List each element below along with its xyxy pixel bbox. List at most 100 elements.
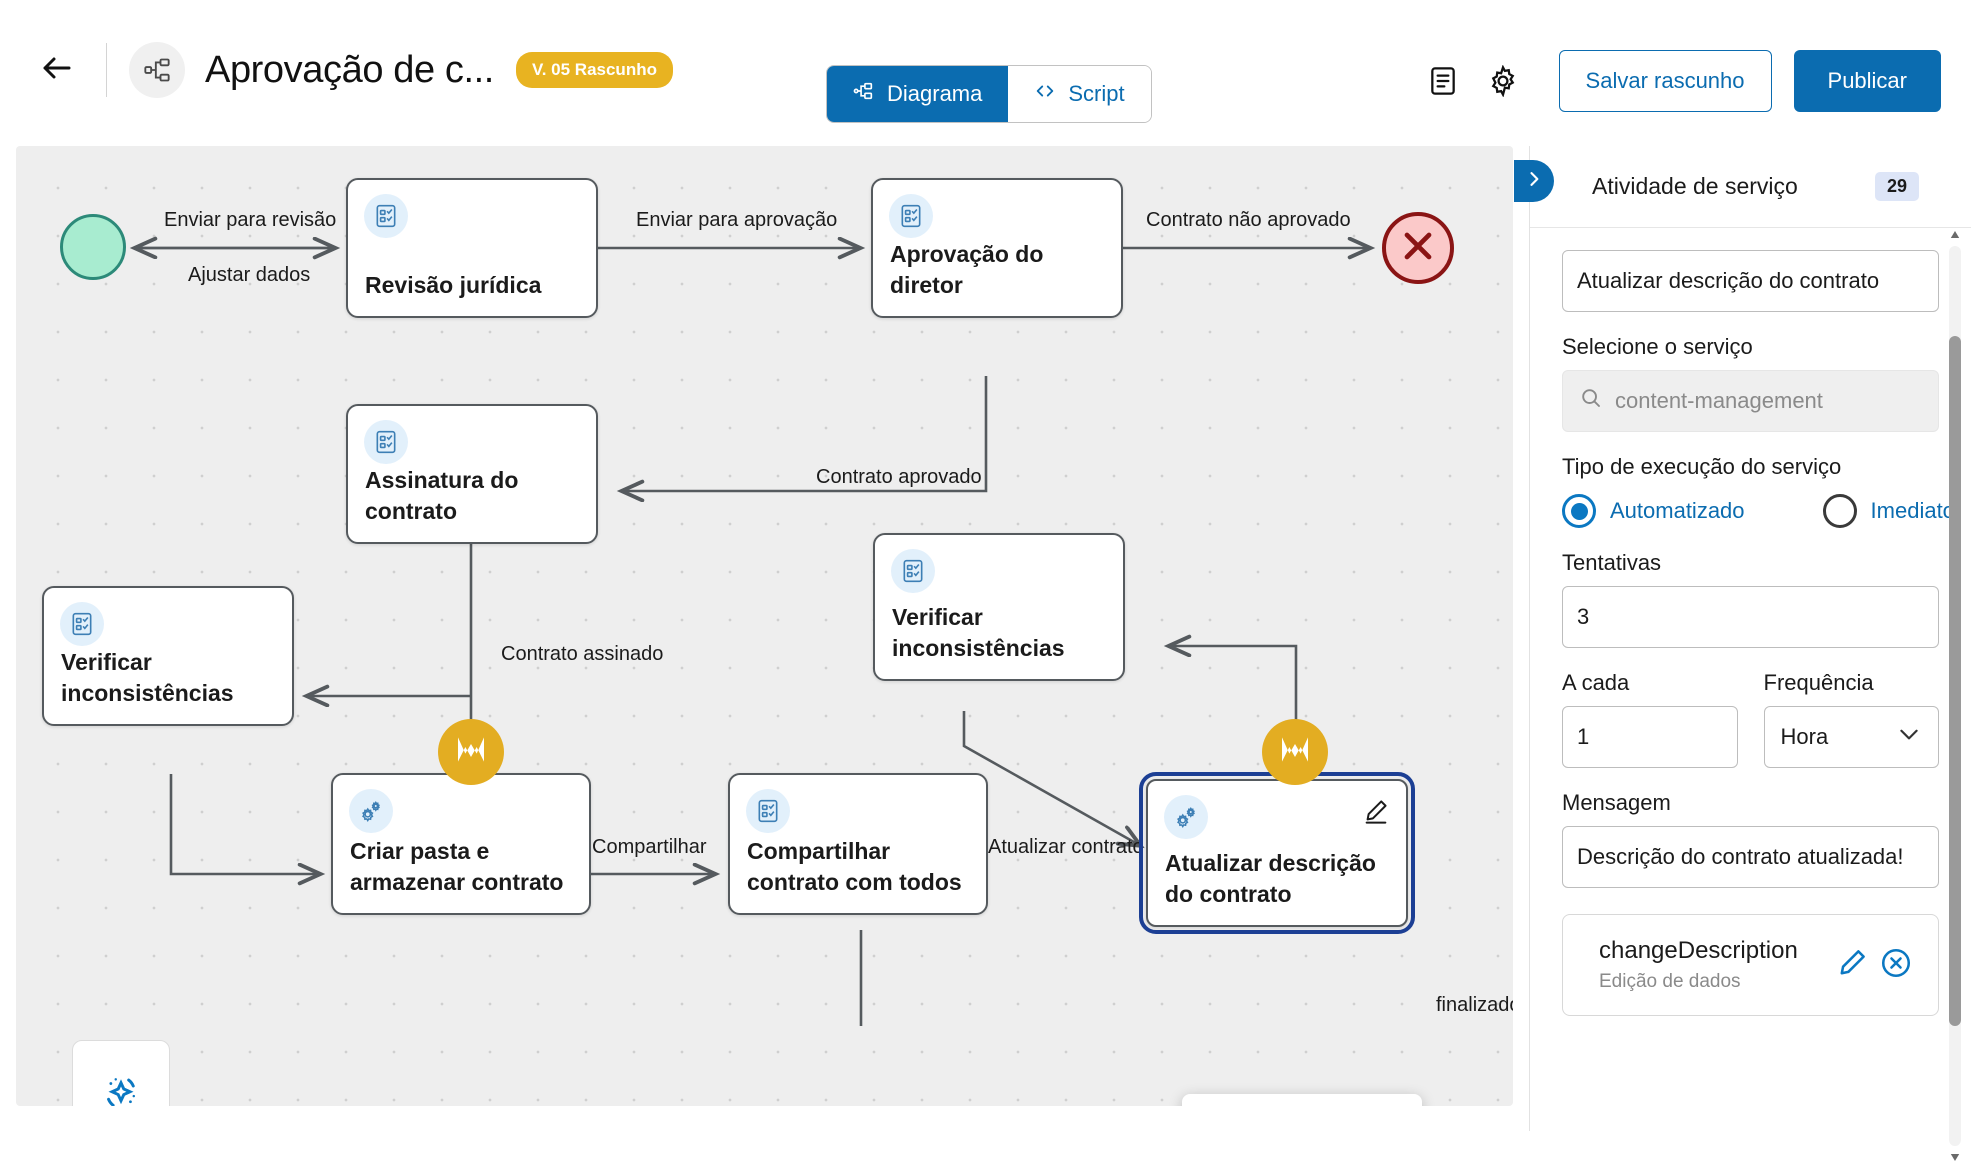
gear-icon[interactable] xyxy=(1473,51,1533,111)
gateway-badge-left[interactable] xyxy=(438,719,504,785)
frequency-field: Frequência Hora xyxy=(1763,648,1939,768)
data-card-subtitle: Edição de dados xyxy=(1599,971,1741,992)
scroll-up-arrow-icon[interactable] xyxy=(1949,228,1961,242)
lightning-icon xyxy=(458,737,484,762)
edge-label-compartilhar: Compartilhar xyxy=(592,836,707,858)
diagram-icon xyxy=(853,80,875,108)
node-atualizar-descricao-contrato[interactable]: Atualizar descrição do contrato xyxy=(1139,772,1415,934)
close-x-icon xyxy=(1396,224,1440,273)
node-label: Verificar inconsistências xyxy=(61,649,234,706)
data-card-texts: changeDescription Edição de dados xyxy=(1583,937,1830,993)
every-field: A cada xyxy=(1562,648,1738,768)
data-card-title: changeDescription xyxy=(1599,937,1798,964)
service-search-placeholder: content-management xyxy=(1615,388,1823,413)
chevron-down-icon xyxy=(1896,721,1922,753)
edge-label-ajustar-dados: Ajustar dados xyxy=(188,264,311,286)
node-label: Atualizar descrição do contrato xyxy=(1165,850,1376,907)
every-input[interactable] xyxy=(1562,706,1738,768)
publish-button[interactable]: Publicar xyxy=(1793,50,1941,112)
radio-automatizado-label: Automatizado xyxy=(1610,498,1745,523)
pencil-icon[interactable] xyxy=(1362,797,1390,825)
task-checklist-icon xyxy=(60,602,104,646)
panel-body: Selecione o serviço content-management T… xyxy=(1530,228,1971,1131)
activity-name-input[interactable] xyxy=(1562,250,1939,312)
view-tab-switcher: Diagrama Script xyxy=(826,65,1152,123)
node-label: Aprovação do diretor xyxy=(890,241,1044,298)
node-compartilhar-contrato[interactable]: Compartilhar contrato com todos xyxy=(728,773,988,915)
task-checklist-icon xyxy=(891,549,935,593)
edge-label-contrato-aprovado: Contrato aprovado xyxy=(816,466,982,488)
task-checklist-icon xyxy=(746,789,790,833)
node-label: Revisão jurídica xyxy=(365,271,542,298)
node-verificar-inconsistencias-right[interactable]: Verificar inconsistências xyxy=(873,533,1125,681)
node-label: Verificar inconsistências xyxy=(892,604,1065,661)
data-card-remove-button[interactable] xyxy=(1874,943,1918,987)
data-operation-card[interactable]: changeDescription Edição de dados xyxy=(1562,914,1939,1016)
tab-diagrama-label: Diagrama xyxy=(887,81,983,106)
data-card-edit-button[interactable] xyxy=(1830,943,1874,987)
task-checklist-icon xyxy=(364,420,408,464)
attempts-input[interactable] xyxy=(1562,586,1939,648)
gateway-badge-right[interactable] xyxy=(1262,719,1328,785)
error-end-event-node[interactable] xyxy=(1382,212,1454,284)
back-button[interactable] xyxy=(30,43,84,97)
node-assinatura-contrato[interactable]: Assinatura do contrato xyxy=(346,404,598,544)
version-badge: V. 05 Rascunho xyxy=(515,52,673,88)
edge-label-enviar-aprovacao: Enviar para aprovação xyxy=(636,209,838,231)
exec-type-radio-group: Automatizado Imediato xyxy=(1562,494,1955,528)
panel-scrollbar[interactable] xyxy=(1949,231,1961,1161)
tab-script-label: Script xyxy=(1068,81,1125,106)
node-verificar-inconsistencias-left[interactable]: Verificar inconsistências xyxy=(42,586,294,726)
edge-label-finalizado: finalizado xyxy=(1436,994,1513,1016)
assistant-panel xyxy=(72,1040,170,1106)
radio-automatizado[interactable]: Automatizado xyxy=(1562,494,1745,528)
node-criar-pasta-armazenar[interactable]: Criar pasta e armazenar contrato xyxy=(331,773,591,915)
node-context-popup: Atividade de se... 29 xyxy=(1182,1094,1422,1106)
node-label: Compartilhar contrato com todos xyxy=(747,838,962,895)
tab-script[interactable]: Script xyxy=(1008,66,1151,122)
service-gears-icon xyxy=(349,789,393,833)
close-circle-icon xyxy=(1879,946,1913,985)
ai-sparkle-icon[interactable] xyxy=(98,1070,144,1106)
panel-collapse-button[interactable] xyxy=(1514,160,1554,202)
document-icon[interactable] xyxy=(1413,51,1473,111)
pencil-icon xyxy=(1835,946,1869,985)
frequency-select[interactable]: Hora xyxy=(1763,706,1939,768)
task-checklist-icon xyxy=(889,194,933,238)
panel-title: Atividade de serviço xyxy=(1592,173,1798,199)
interval-row: A cada Frequência Hora xyxy=(1562,648,1939,768)
panel-header: Atividade de serviço 29 xyxy=(1514,146,1971,228)
message-label: Mensagem xyxy=(1562,790,1671,815)
every-label: A cada xyxy=(1562,670,1630,695)
tab-diagrama[interactable]: Diagrama xyxy=(827,66,1009,122)
node-revisao-juridica[interactable]: Revisão jurídica xyxy=(346,178,598,318)
scroll-down-arrow-icon[interactable] xyxy=(1949,1150,1961,1164)
node-aprovacao-diretor[interactable]: Aprovação do diretor xyxy=(871,178,1123,318)
edge-label-enviar-revisao: Enviar para revisão xyxy=(164,209,337,231)
chevron-right-icon xyxy=(1524,169,1544,194)
node-label: Assinatura do contrato xyxy=(365,467,519,524)
radio-imediato-label: Imediato xyxy=(1870,498,1955,523)
radio-on-icon xyxy=(1562,494,1596,528)
service-search-input[interactable]: content-management xyxy=(1562,370,1939,432)
edge-label-atualizar-contrato: Atualizar contrato xyxy=(988,836,1144,858)
page-title: Aprovação de c... xyxy=(205,48,494,91)
search-icon xyxy=(1579,386,1603,416)
scrollbar-thumb[interactable] xyxy=(1949,336,1961,1026)
exec-type-label: Tipo de execução do serviço xyxy=(1562,454,1842,479)
code-icon xyxy=(1034,80,1056,108)
service-gears-icon xyxy=(1164,795,1208,839)
save-draft-button[interactable]: Salvar rascunho xyxy=(1558,50,1772,112)
task-checklist-icon xyxy=(364,194,408,238)
service-select-label: Selecione o serviço xyxy=(1562,334,1753,359)
header-actions: Salvar rascunho Publicar xyxy=(1413,50,1941,112)
diagram-canvas[interactable]: Enviar para revisão Ajustar dados Enviar… xyxy=(16,146,1513,1106)
frequency-label: Frequência xyxy=(1763,670,1874,695)
attempts-label: Tentativas xyxy=(1562,550,1662,575)
start-event-node[interactable] xyxy=(60,214,126,280)
lightning-icon xyxy=(1282,737,1308,762)
radio-imediato[interactable]: Imediato xyxy=(1822,494,1955,528)
edge-label-contrato-nao-aprovado: Contrato não aprovado xyxy=(1146,209,1351,231)
message-input[interactable] xyxy=(1562,826,1939,888)
panel-count-badge: 29 xyxy=(1874,172,1919,201)
